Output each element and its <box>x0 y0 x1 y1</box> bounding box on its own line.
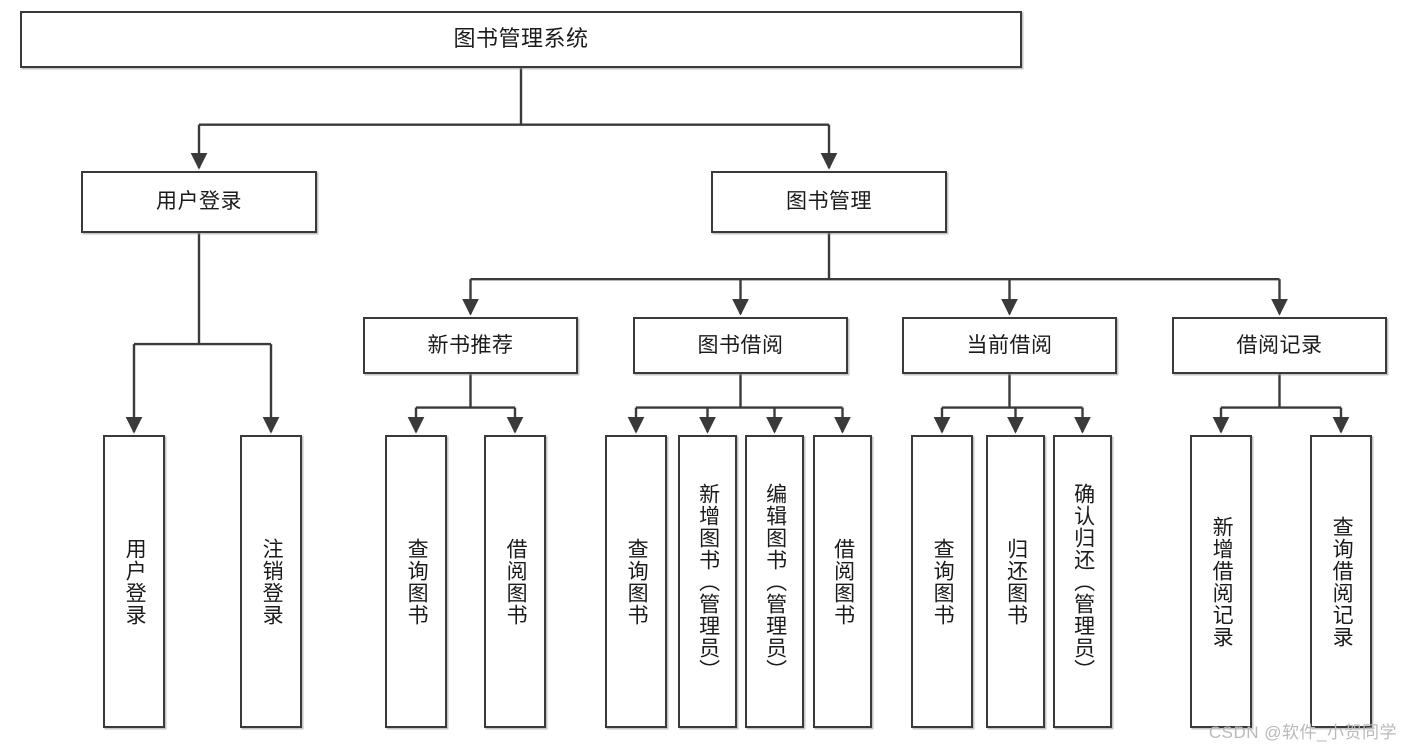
node-leaf-add-book[interactable]: 新增图书（管理员） <box>678 435 737 728</box>
node-label: 查询借阅记录 <box>1330 515 1354 648</box>
node-label: 借阅图书 <box>831 537 855 626</box>
node-book-borrow[interactable]: 图书借阅 <box>633 317 848 374</box>
node-leaf-edit-book[interactable]: 编辑图书（管理员） <box>745 435 804 728</box>
node-current-borrow[interactable]: 当前借阅 <box>902 317 1117 374</box>
node-label: 编辑图书（管理员） <box>763 482 787 681</box>
node-label: 查询图书 <box>625 537 649 626</box>
node-leaf-query-book-3[interactable]: 查询图书 <box>911 435 973 728</box>
node-label: 新书推荐 <box>427 333 514 357</box>
node-label: 用户登录 <box>123 537 147 626</box>
node-leaf-confirm-return[interactable]: 确认归还（管理员） <box>1053 435 1112 728</box>
node-leaf-user-login[interactable]: 用户登录 <box>103 435 165 728</box>
node-label: 归还图书 <box>1004 537 1028 626</box>
node-leaf-return-book[interactable]: 归还图书 <box>986 435 1045 728</box>
node-label: 新增借阅记录 <box>1210 515 1234 648</box>
edge-bus <box>636 374 843 409</box>
node-leaf-query-book-1[interactable]: 查询图书 <box>385 435 447 728</box>
node-label: 注销登录 <box>260 537 284 626</box>
edge-bus <box>942 374 1083 409</box>
node-root-system[interactable]: 图书管理系统 <box>20 11 1022 68</box>
node-label: 用户登录 <box>156 190 242 214</box>
node-label: 新增图书（管理员） <box>696 482 720 681</box>
node-label: 借阅记录 <box>1236 333 1323 357</box>
node-label: 当前借阅 <box>966 333 1053 357</box>
node-label: 查询图书 <box>405 537 429 626</box>
node-label: 图书管理系统 <box>453 26 589 52</box>
edge-bus <box>1221 374 1341 409</box>
edge-bus <box>416 374 515 409</box>
node-book-management[interactable]: 图书管理 <box>711 171 947 233</box>
watermark-text: CSDN @软件_小贺同学 <box>1208 723 1397 742</box>
node-label: 图书管理 <box>786 190 872 214</box>
node-borrow-record[interactable]: 借阅记录 <box>1172 317 1387 374</box>
edge-bus <box>199 68 829 126</box>
node-leaf-query-record[interactable]: 查询借阅记录 <box>1310 435 1372 728</box>
node-leaf-borrow-book-2[interactable]: 借阅图书 <box>813 435 872 728</box>
node-leaf-add-record[interactable]: 新增借阅记录 <box>1190 435 1252 728</box>
node-leaf-query-book-2[interactable]: 查询图书 <box>605 435 667 728</box>
node-label: 查询图书 <box>931 537 955 626</box>
node-user-login[interactable]: 用户登录 <box>81 171 317 233</box>
node-label: 借阅图书 <box>504 537 528 626</box>
node-leaf-user-logout[interactable]: 注销登录 <box>240 435 302 728</box>
edge-bus <box>470 233 1280 281</box>
node-label: 确认归还（管理员） <box>1071 482 1095 681</box>
edge-bus <box>134 233 271 346</box>
node-label: 图书借阅 <box>697 333 784 357</box>
node-new-book-recommend[interactable]: 新书推荐 <box>363 317 578 374</box>
node-leaf-borrow-book-1[interactable]: 借阅图书 <box>484 435 546 728</box>
